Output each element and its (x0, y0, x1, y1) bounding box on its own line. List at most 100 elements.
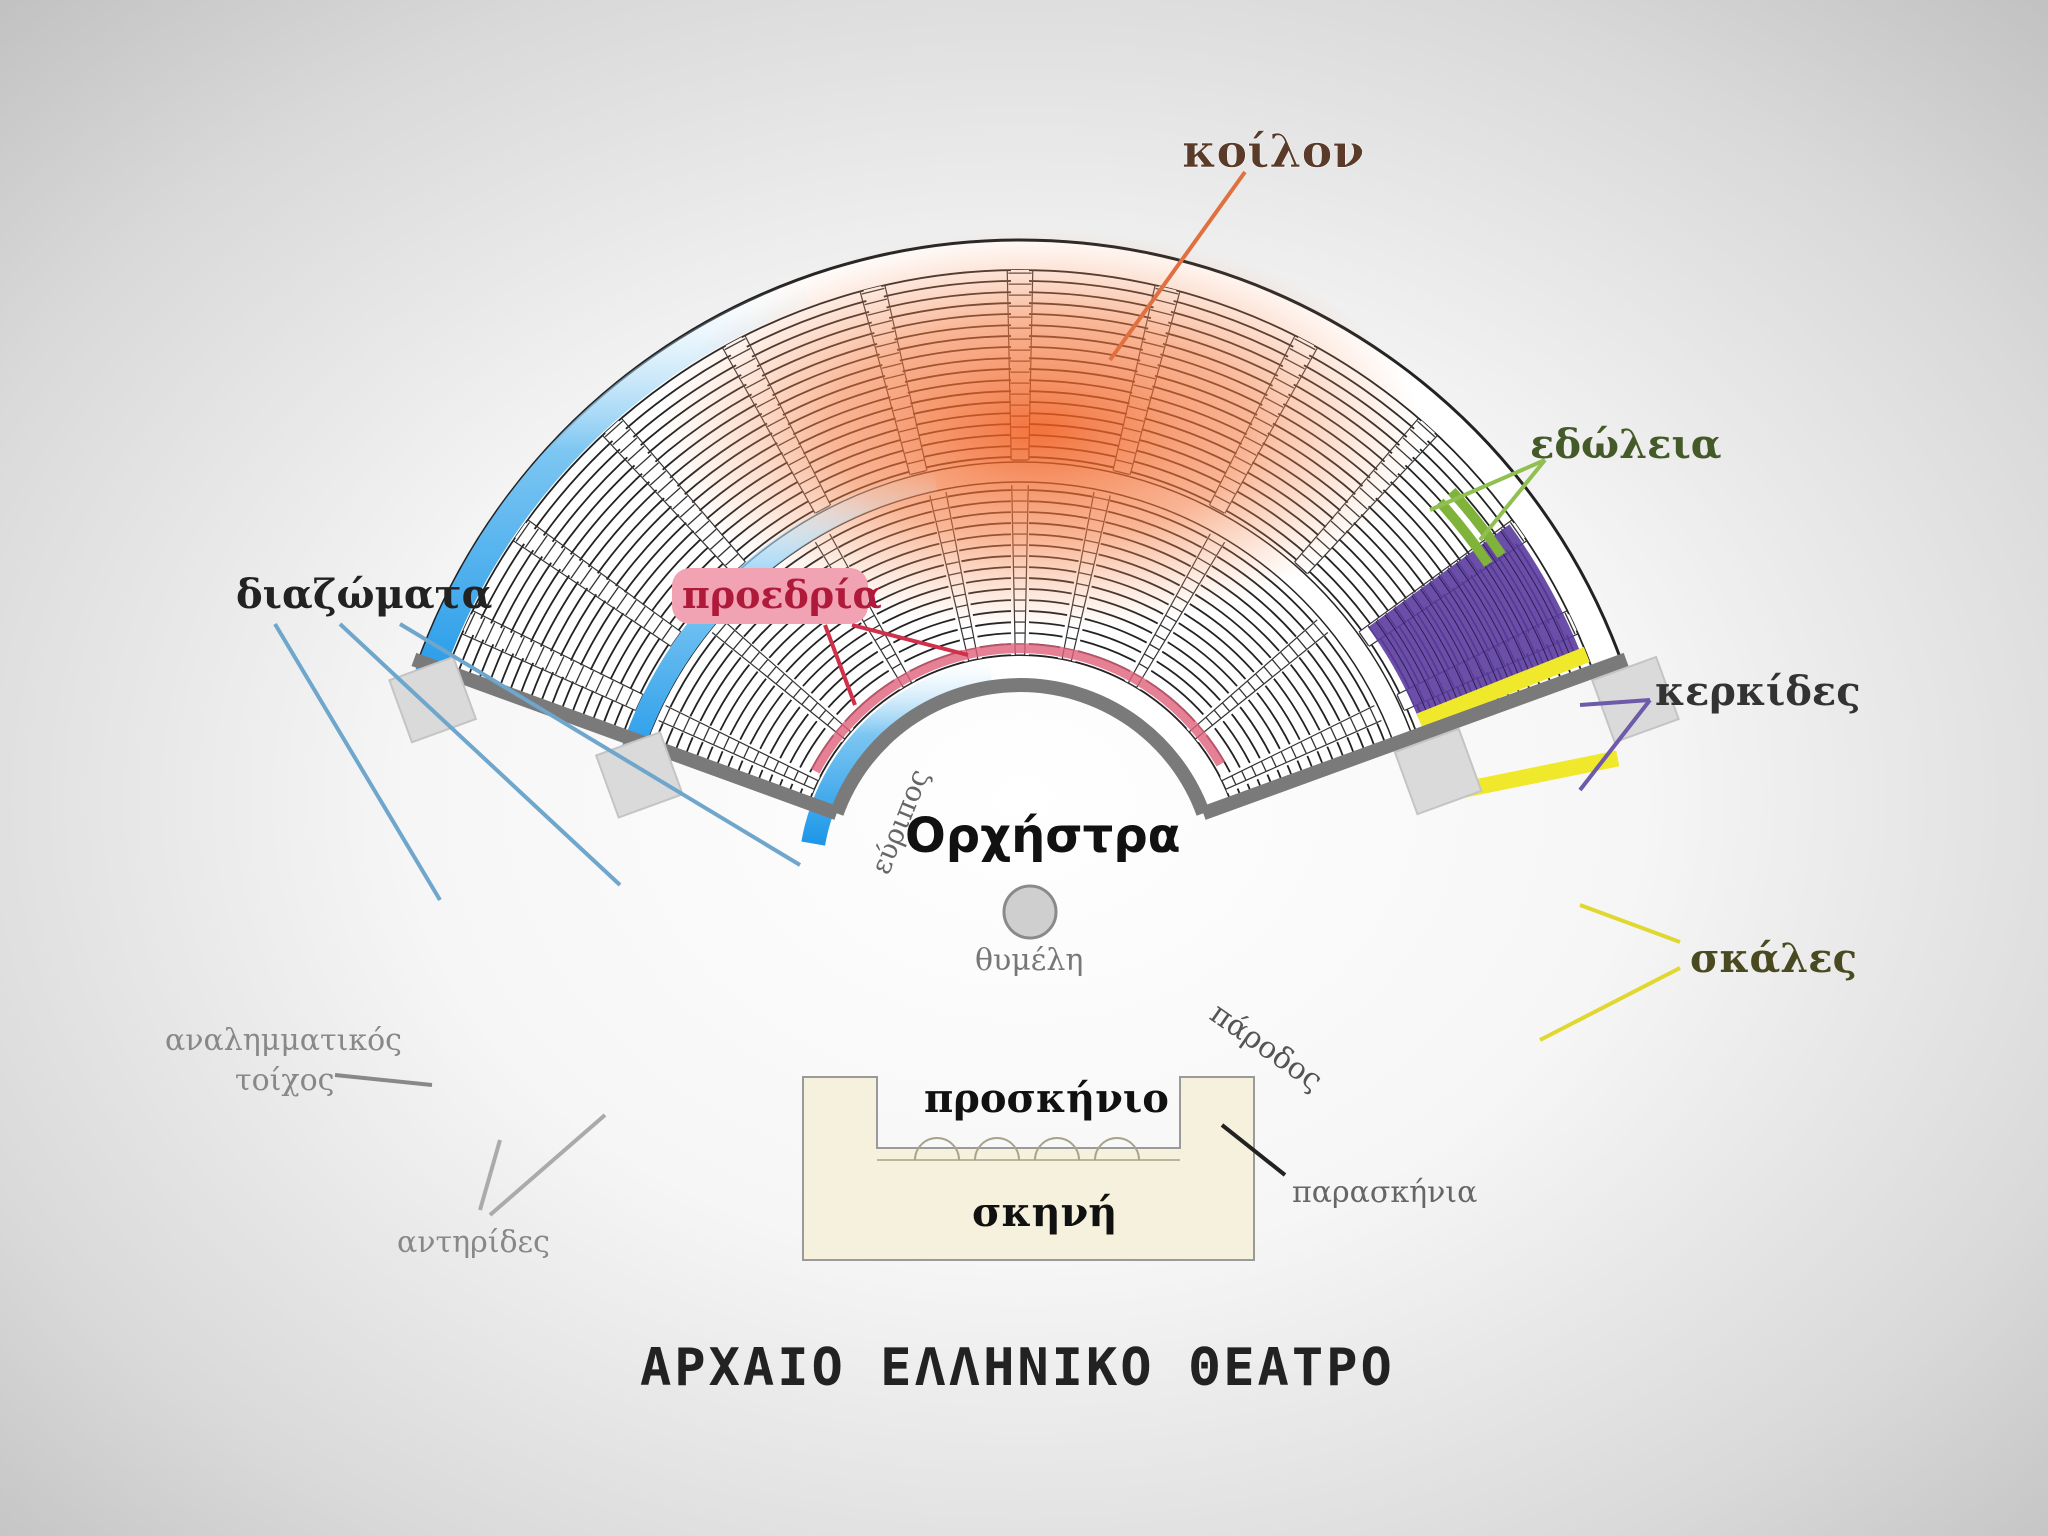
stair-step (504, 632, 515, 653)
stair-step (1213, 709, 1222, 719)
stair-step (801, 695, 810, 705)
label-proedria: προεδρία (682, 572, 882, 617)
stair-step (579, 567, 593, 585)
stair-step (1359, 712, 1368, 727)
stairway (515, 522, 682, 647)
stair-step (1280, 751, 1287, 763)
stair-edge (1221, 705, 1375, 782)
skala-highlight (1416, 647, 1590, 729)
stair-step (713, 732, 720, 745)
stairway (1186, 619, 1329, 743)
edolio-highlight (1436, 498, 1493, 567)
stair-step (1271, 659, 1282, 671)
stair-step (775, 673, 785, 684)
stair-edge (512, 540, 672, 647)
stairway (463, 614, 644, 711)
stair-step (534, 646, 545, 666)
stair-step (723, 737, 730, 750)
kerkis-row (1411, 595, 1470, 699)
stair-step (585, 670, 595, 688)
stair-step (703, 727, 710, 741)
label-kerkides: κερκίδες (1655, 668, 1861, 715)
stair-step (605, 680, 614, 697)
stair-step (710, 537, 724, 550)
stair-step (810, 702, 818, 712)
stair-step (464, 612, 476, 635)
diazoma-blue-inner (801, 660, 993, 846)
label-skini: σκηνή (972, 1189, 1117, 1236)
overlays (388, 278, 1680, 846)
label-koilon: κοίλον (1182, 124, 1364, 178)
stair-step (1189, 731, 1196, 740)
stair-edge (722, 619, 852, 733)
stair-step (544, 651, 555, 671)
stair-step (1369, 708, 1378, 723)
stair-step (733, 742, 740, 754)
stair-step (625, 599, 637, 616)
stair-step (1251, 766, 1257, 776)
stair-step (561, 554, 575, 573)
stair-edge (527, 519, 682, 633)
stair-edge (461, 633, 636, 712)
stair-step (588, 573, 602, 591)
stair-step (514, 636, 525, 657)
stair-step (1066, 636, 1077, 641)
stair-step (724, 630, 735, 643)
kerkis-row (1428, 582, 1490, 691)
stair-step (1313, 623, 1325, 636)
stair-step (652, 619, 664, 634)
stair-step (963, 636, 974, 641)
stair-step (733, 637, 744, 650)
stair-edge (601, 434, 733, 575)
stair-step (1270, 756, 1277, 767)
stair-step (1340, 722, 1347, 736)
stair-step (1300, 742, 1307, 754)
stair-step (1280, 652, 1290, 664)
stair-step (484, 622, 496, 644)
stairway (658, 704, 820, 794)
stair-step (616, 593, 628, 610)
stair-step (595, 675, 604, 693)
retaining-wall-left (411, 652, 840, 820)
stair-step (682, 717, 691, 732)
stair-step (1288, 644, 1299, 657)
stair-step (1149, 643, 1160, 651)
labels: κοίλον εδώλεια κερκίδες σκάλες διαζώματα… (165, 124, 1861, 1398)
stair-step (961, 626, 972, 630)
edolio-highlight (1448, 487, 1506, 558)
stair-step (886, 653, 896, 660)
label-analimmatikos-1: αναλημματικός (165, 1023, 402, 1058)
stair-step (597, 580, 611, 598)
stair-step (903, 682, 912, 688)
stair-step (1247, 681, 1256, 691)
stair-step (533, 534, 548, 555)
stair-step (494, 627, 506, 648)
stair-step (715, 623, 727, 636)
stair-step (1160, 624, 1171, 632)
stair-step (1205, 717, 1213, 726)
stair-step (662, 708, 671, 723)
stair-step (784, 681, 793, 691)
label-thymeli: θυμέλη (975, 943, 1083, 978)
buttress-left-outer (388, 655, 478, 744)
stair-step (1144, 653, 1154, 660)
stair-step (1290, 746, 1297, 758)
stair-step (1221, 780, 1227, 790)
stair-step (1230, 695, 1239, 705)
stair-step (634, 606, 646, 622)
stair-edge (1194, 632, 1329, 740)
stair-step (1349, 717, 1358, 732)
stair-step (875, 634, 886, 641)
stair-edge (1225, 720, 1382, 790)
stair-step (1509, 521, 1525, 542)
stairway (605, 420, 746, 574)
label-antirides: αντηρίδες (397, 1225, 550, 1260)
stair-step (1238, 688, 1247, 698)
orchestra-wall (830, 678, 1210, 816)
stair-step (524, 528, 539, 548)
stair-step (1222, 702, 1230, 712)
stairway (1220, 704, 1382, 794)
stair-step (606, 586, 619, 604)
stair-step (717, 545, 732, 558)
label-proskinio: προσκήνιο (924, 1075, 1169, 1122)
